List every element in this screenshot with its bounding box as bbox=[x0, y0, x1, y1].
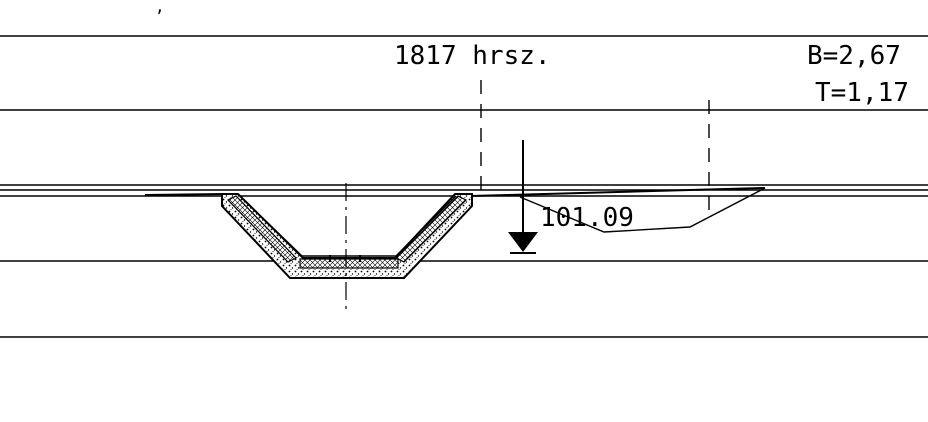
corner-mark-text: , bbox=[155, 0, 165, 16]
b-value-label: B=2,67 bbox=[807, 41, 901, 71]
ditch-slope-element-left bbox=[226, 195, 298, 263]
ditch-channel-inner bbox=[239, 195, 457, 257]
terrain-profile-right bbox=[469, 187, 766, 197]
t-value-label: T=1,17 bbox=[815, 78, 909, 108]
existing-ground-depression bbox=[519, 187, 766, 233]
elevation-marker-triangle bbox=[508, 232, 538, 252]
ditch-slope-element-right bbox=[394, 195, 468, 263]
ditch-bottom-slab bbox=[299, 258, 399, 269]
elevation-label: 101.09 bbox=[540, 203, 634, 233]
terrain-profile-left bbox=[144, 193, 226, 196]
parcel-number-label: 1817 hrsz. bbox=[394, 41, 551, 71]
